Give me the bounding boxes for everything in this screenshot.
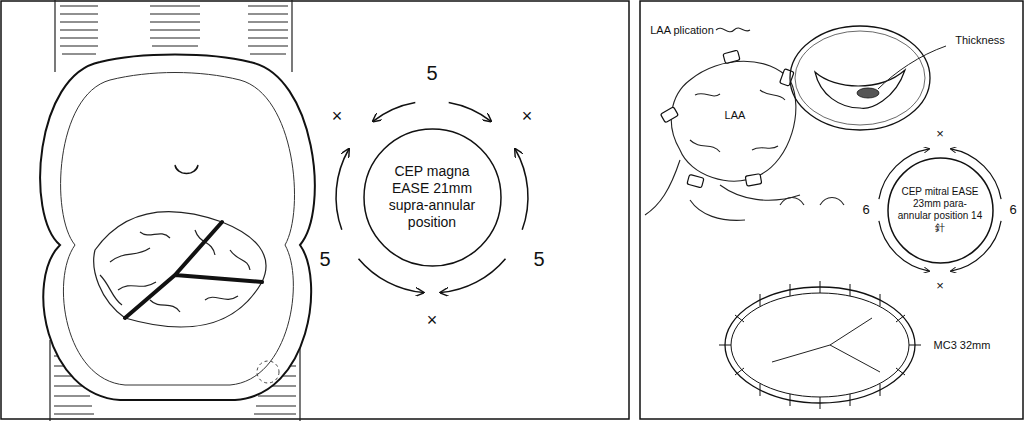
- suture-count: 5: [426, 62, 437, 84]
- mitral-annulus-inner: [795, 31, 925, 125]
- atrial-wall: [820, 198, 844, 206]
- laa-outline: [671, 61, 796, 181]
- squiggle: [716, 28, 750, 32]
- suture-arrow: [515, 149, 528, 230]
- suture-count: 6: [862, 203, 869, 217]
- aortic-valve: [94, 212, 266, 327]
- implant-size-circle: CEP mitral EASE 23mm para-annular positi…: [887, 157, 994, 264]
- circle-outline-path: [364, 129, 501, 266]
- circle-outline-path: [888, 158, 993, 263]
- part-label: Thickness: [955, 34, 1005, 46]
- implant-size-circle: CEP magna EASE 21mm supra-annular positi…: [363, 128, 502, 267]
- suture-count: 5: [533, 248, 544, 270]
- calcification-strokes: [100, 230, 250, 312]
- pledgets: [660, 50, 794, 188]
- thickened-leaflet: [857, 88, 879, 98]
- atrial-wall: [645, 160, 800, 220]
- commissure-mark: ×: [427, 311, 438, 331]
- atrial-wall: [780, 198, 804, 206]
- implant-label: CEP magna EASE 21mm supra-annular positi…: [376, 163, 488, 230]
- aortic-lumen-outline: [61, 73, 295, 386]
- suture-arrow: [449, 103, 491, 122]
- node-text-group: CEP mitral EASE 23mm para-annular positi…: [897, 186, 983, 234]
- part-label: LAA: [725, 109, 746, 121]
- annuloplasty-ring: [725, 287, 915, 403]
- commissure-mark: ×: [936, 279, 944, 293]
- mitral-orifice: [815, 70, 905, 108]
- leaflet-coaptation: [772, 318, 880, 372]
- procedure-label: LAA plication: [650, 24, 714, 36]
- commissure-mark: ×: [332, 107, 343, 127]
- commissure-lines: [125, 222, 262, 318]
- commissure-mark: ×: [522, 107, 533, 127]
- laa-folds: [690, 90, 785, 152]
- suture-arrow: [373, 103, 415, 122]
- pledget: [723, 50, 740, 64]
- mitral-annulus: [790, 26, 930, 130]
- valve-annulus: [94, 212, 266, 327]
- pledget: [687, 174, 704, 188]
- coronary-ostium-dashed: [257, 361, 279, 383]
- suture-count: 5: [319, 248, 330, 270]
- wall-stripes: [60, 6, 288, 54]
- laa-sketch: [645, 28, 844, 220]
- suture-arrows: [879, 149, 1001, 271]
- leader-line: [878, 46, 946, 89]
- commissure-mark: ×: [936, 127, 944, 141]
- implant-label: CEP mitral EASE 23mm para-annular positi…: [897, 186, 983, 234]
- ring-sutures: [719, 281, 921, 409]
- ring-size-label: MC3 32mm: [934, 339, 991, 351]
- panel-frame: [1, 1, 629, 419]
- panel-frame: [640, 1, 1023, 419]
- suture-arrow: [336, 149, 349, 230]
- pledget: [745, 174, 762, 186]
- suture-arrows: [336, 103, 528, 293]
- suture-count: 6: [1009, 203, 1016, 217]
- node-text-group: CEP magna EASE 21mm supra-annular positi…: [376, 163, 488, 230]
- aortotomy-outline: [40, 55, 315, 401]
- pledget: [660, 107, 678, 123]
- coronary-ostium: [175, 165, 198, 174]
- annuloplasty-ring-inner: [731, 293, 909, 397]
- pledget: [780, 69, 795, 87]
